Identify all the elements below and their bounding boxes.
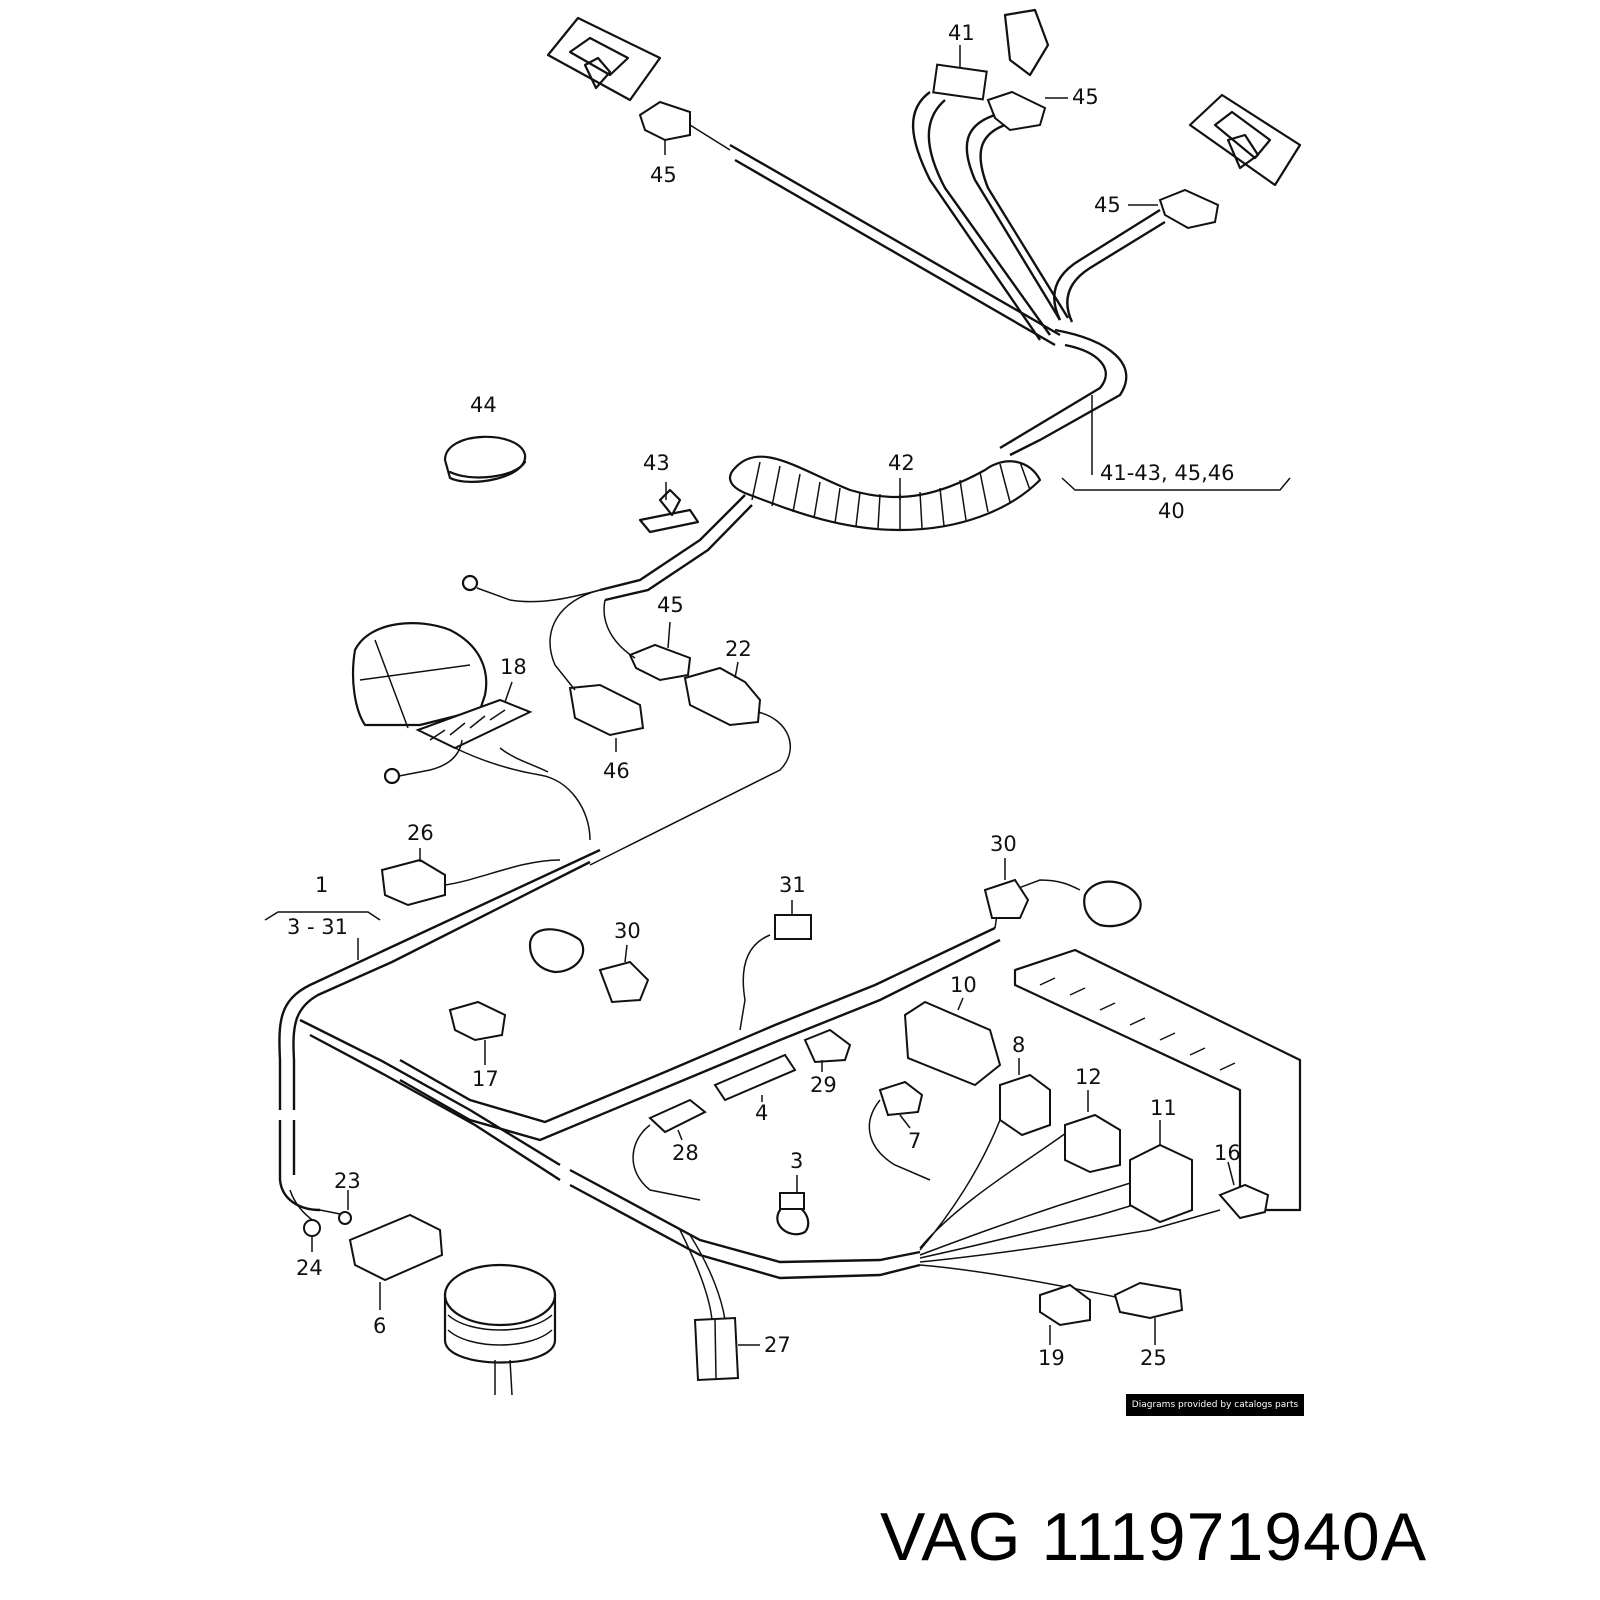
part-number-title: VAG 111971940A [880,1499,1428,1575]
callout-45-mid: 45 [657,593,684,617]
leader-lines [264,45,1291,1346]
callout-25: 25 [1140,1346,1167,1370]
callout-7: 7 [908,1129,921,1153]
upper-harness [443,8,1302,866]
callout-42: 42 [888,451,915,475]
callout-27: 27 [764,1333,791,1357]
callout-17: 17 [472,1067,499,1091]
callout-3: 3 [790,1149,803,1173]
callout-10: 10 [950,973,977,997]
callout-labels: 41 45 45 45 44 43 42 41-43, 45,46 40 45 … [287,21,1241,1370]
callout-31: 31 [779,873,806,897]
callout-8: 8 [1012,1033,1025,1057]
callout-11: 11 [1150,1096,1177,1120]
callout-6: 6 [373,1314,386,1338]
watermark-label: Diagrams provided by catalogs parts [1126,1394,1304,1416]
callout-16: 16 [1214,1141,1241,1165]
callout-45-right: 45 [1094,193,1121,217]
callout-4: 4 [755,1101,768,1125]
callout-30-right: 30 [990,832,1017,856]
callout-12: 12 [1075,1065,1102,1089]
callout-45-topleft: 45 [650,163,677,187]
main-harness [278,848,1221,1321]
callout-46: 46 [603,759,630,783]
callout-29: 29 [810,1073,837,1097]
callout-41-43-45-46: 41-43, 45,46 [1100,461,1235,485]
callout-26: 26 [407,821,434,845]
callout-28: 28 [672,1141,699,1165]
callout-40: 40 [1158,499,1185,523]
callout-43: 43 [643,451,670,475]
main-harness-components [303,878,1302,1396]
callout-44: 44 [470,393,497,417]
callout-3-31: 3 - 31 [287,915,348,939]
callout-24: 24 [296,1256,323,1280]
callout-1: 1 [315,873,328,897]
callout-18: 18 [500,655,527,679]
callout-22: 22 [725,637,752,661]
callout-19: 19 [1038,1346,1065,1370]
callout-41: 41 [948,21,975,45]
callout-30-left: 30 [614,919,641,943]
callout-45-top: 45 [1072,85,1099,109]
callout-23: 23 [334,1169,361,1193]
